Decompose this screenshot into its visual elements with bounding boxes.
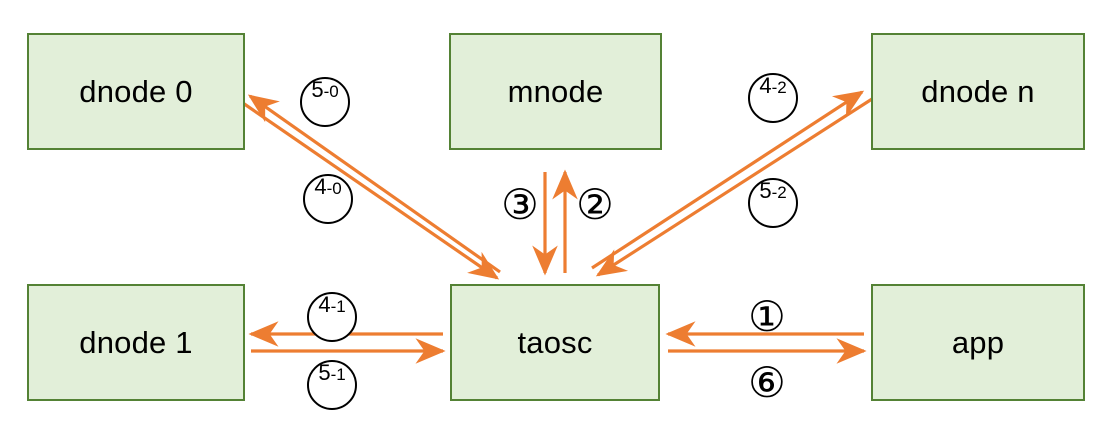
- node-mnode[interactable]: mnode: [449, 33, 662, 150]
- edge-marker-main: 4: [759, 73, 772, 98]
- edge-marker-sub: -1: [330, 365, 346, 384]
- edge-marker-6: ⑥: [748, 358, 786, 407]
- edge-marker-main: 5: [318, 360, 331, 385]
- edge-5-0-line: [247, 94, 501, 274]
- node-label: mnode: [507, 74, 604, 109]
- edge-marker-sub: -2: [771, 183, 787, 202]
- node-dnode-1[interactable]: dnode 1: [27, 284, 245, 401]
- edge-marker-main: 4: [318, 292, 331, 317]
- node-label: taosc: [517, 325, 593, 360]
- edge-marker-2: ②: [576, 180, 614, 229]
- node-label: dnode 1: [79, 325, 193, 360]
- edge-marker-5-2: 5-2: [748, 178, 798, 228]
- node-dnode-0[interactable]: dnode 0: [27, 33, 245, 150]
- edge-marker-5-1: 5-1: [307, 360, 357, 410]
- edge-marker-4-2: 4-2: [748, 73, 798, 123]
- edge-marker-sub: -2: [771, 78, 787, 97]
- edge-marker-sub: -0: [323, 82, 339, 101]
- node-dnode-n[interactable]: dnode n: [871, 33, 1085, 150]
- edge-marker-1: ①: [748, 292, 786, 341]
- node-label: dnode 0: [79, 74, 193, 109]
- edge-marker-5-0: 5-0: [300, 77, 350, 127]
- edge-marker-sub: -0: [326, 179, 342, 198]
- edge-4-2-line: [591, 90, 865, 270]
- edge-4-0-line: [239, 99, 500, 280]
- edge-marker-main: 5: [759, 178, 772, 203]
- node-app[interactable]: app: [871, 284, 1085, 401]
- edge-marker-main: 4: [314, 174, 327, 199]
- node-label: app: [951, 325, 1005, 360]
- node-taosc[interactable]: taosc: [450, 284, 660, 401]
- edge-marker-main: 5: [311, 77, 324, 102]
- edge-marker-sub: -1: [330, 297, 346, 316]
- node-label: dnode n: [921, 74, 1035, 109]
- edge-marker-4-0: 4-0: [303, 174, 353, 224]
- edge-marker-4-1: 4-1: [307, 292, 357, 342]
- edge-marker-3: ③: [501, 180, 539, 229]
- edge-5-2-line: [595, 97, 873, 277]
